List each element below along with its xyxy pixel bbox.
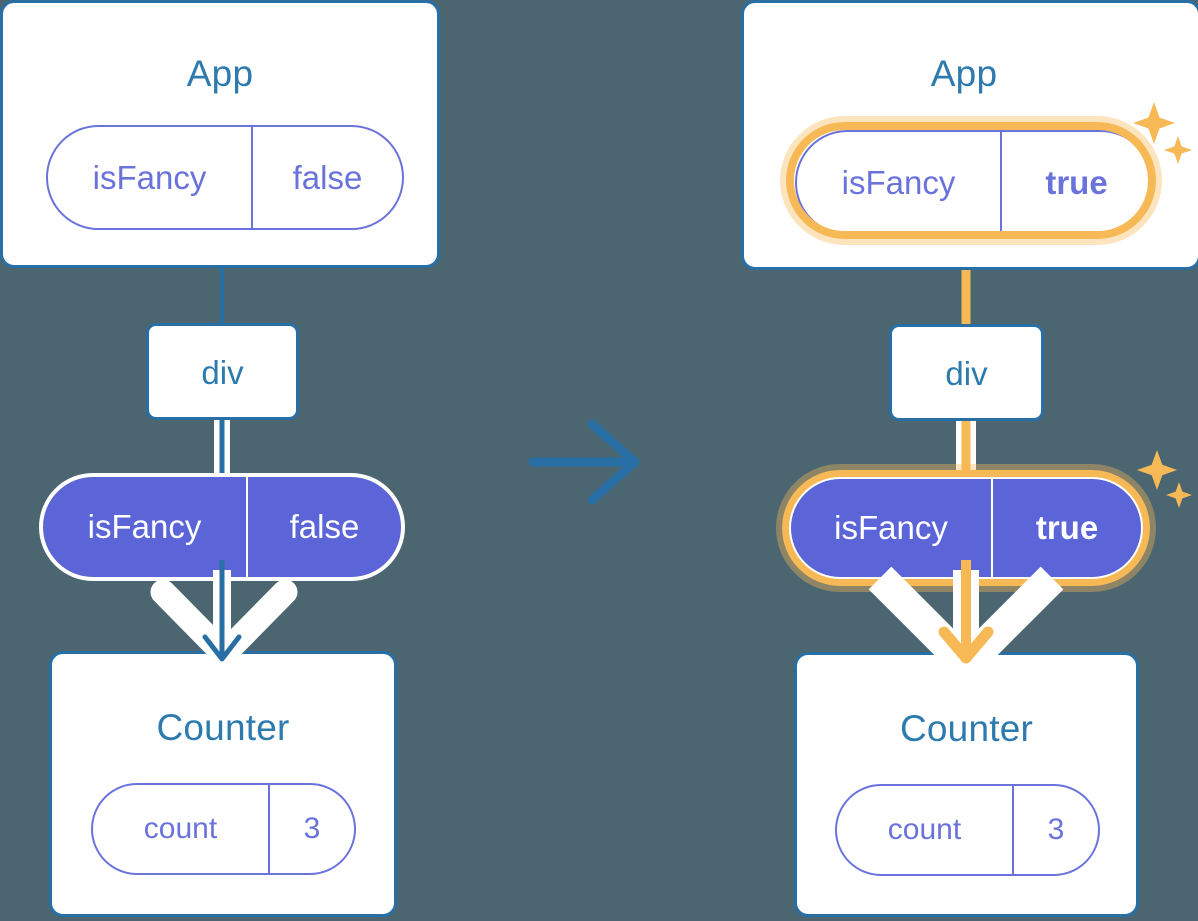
counter-state-pill-left[interactable]: count 3 [91, 783, 356, 875]
prop-pill-right-key: isFancy [834, 509, 948, 546]
counter-node-right: Counter count 3 [794, 652, 1139, 917]
counter-node-right-title: Counter [899, 708, 1034, 749]
arrow-wing-right-b [960, 566, 1064, 670]
arrow-head-left [202, 634, 242, 662]
prop-pill-left[interactable]: isFancy false [39, 473, 405, 581]
arrow-head-right [938, 626, 994, 664]
app-state-pill-right-key: isFancy [841, 163, 956, 201]
app-state-pill-left-key: isFancy [92, 158, 207, 196]
prop-pill-left-key: isFancy [87, 508, 202, 545]
counter-state-pill-left-value: 3 [268, 785, 354, 873]
counter-node-left: Counter count 3 [49, 651, 397, 917]
counter-state-pill-right-value: 3 [1012, 786, 1098, 874]
counter-state-pill-right-key: count [887, 813, 962, 846]
app-node-left: App isFancy false [0, 0, 440, 268]
prop-pill-right-value: true [991, 479, 1141, 577]
app-node-left-title: App [186, 53, 254, 94]
transition-arrow-icon [528, 419, 640, 505]
counter-state-pill-left-key: count [143, 812, 218, 845]
arrow-prop-to-counter-left [150, 560, 298, 667]
app-state-pill-right-value: true [1000, 132, 1151, 233]
counter-node-left-title: Counter [156, 707, 290, 748]
div-node-left: div [146, 323, 299, 420]
div-node-right-label: div [945, 355, 988, 392]
div-node-right: div [889, 324, 1044, 421]
transition-arrow-head [587, 419, 640, 505]
arrow-wing-right-a [868, 566, 972, 670]
app-state-pill-left-value: false [251, 127, 402, 228]
counter-state-pill-right[interactable]: count 3 [835, 784, 1100, 876]
app-node-right-title: App [930, 53, 998, 94]
div-node-left-label: div [201, 354, 244, 391]
app-state-pill-left[interactable]: isFancy false [46, 125, 404, 230]
arrow-prop-to-counter-right [868, 560, 1064, 670]
prop-pill-left-value: false [246, 477, 401, 577]
